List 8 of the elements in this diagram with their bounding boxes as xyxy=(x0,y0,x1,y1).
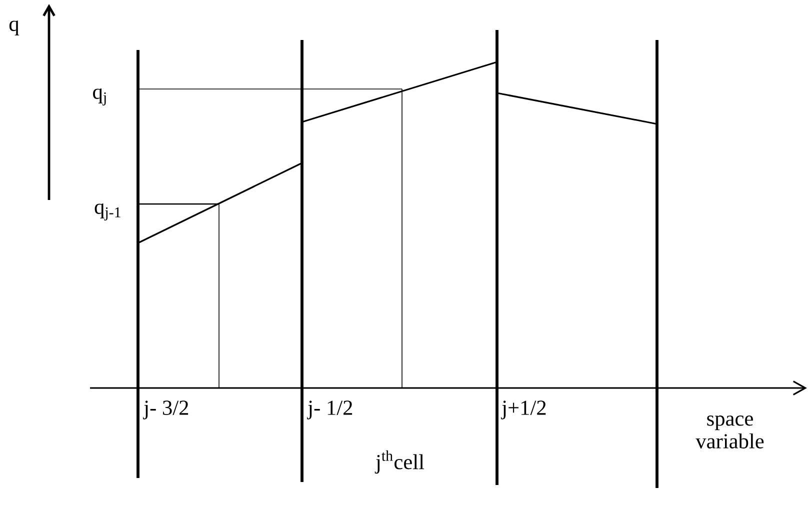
tick-label: j+1/2 xyxy=(501,400,546,420)
tick-label: j- 1/2 xyxy=(307,400,352,420)
cell-label: j$^{th}$cell xyxy=(374,450,424,474)
value-label: q$_{j-1}$ xyxy=(94,204,120,220)
value-label: q$_{j}$ xyxy=(93,88,106,106)
axis-label: space variable xyxy=(696,416,764,448)
tick-label: j- 3/2 xyxy=(143,400,188,420)
axis-label: q xyxy=(9,20,19,36)
